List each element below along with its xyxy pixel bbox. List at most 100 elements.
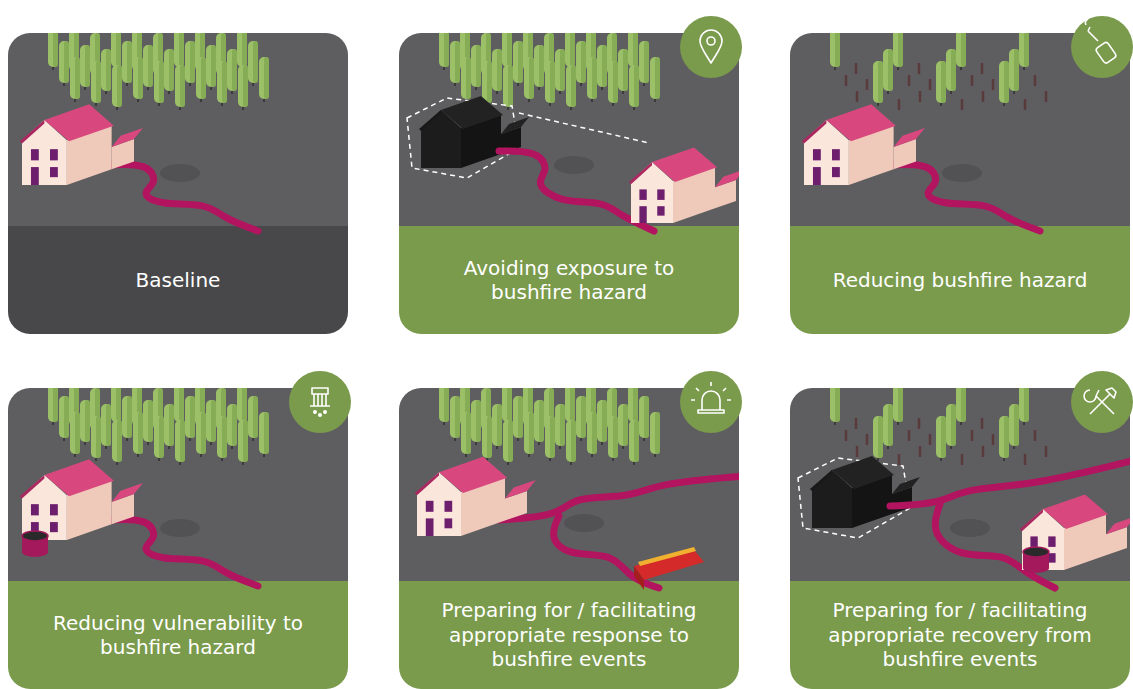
tree (492, 404, 502, 446)
former-house (419, 96, 529, 168)
tree-shade (655, 57, 660, 99)
house-roof (441, 96, 503, 129)
strategy-icon (1095, 41, 1117, 64)
tree-stump (1024, 454, 1027, 465)
tree (80, 45, 90, 87)
tree-shade (644, 396, 649, 438)
tree-stump (1045, 91, 1048, 102)
tree (534, 45, 544, 87)
tree-shade (127, 41, 132, 83)
scene (8, 388, 348, 689)
tree (471, 45, 481, 87)
tree (629, 420, 639, 462)
tree (1019, 33, 1029, 67)
tree-shade (148, 45, 153, 87)
relocation-line (519, 113, 649, 143)
strategy-tile: Avoiding exposure to bushfire hazard (399, 33, 739, 334)
strategy-icon (707, 37, 715, 45)
tree-shade (211, 45, 216, 87)
band-label-holder: Preparing for / facilitating appropriate… (399, 581, 739, 689)
tree (576, 41, 586, 83)
tree (439, 33, 449, 67)
house (802, 104, 925, 185)
tree-shade (888, 49, 893, 91)
tree-shade (64, 396, 69, 438)
tree-shade (539, 45, 544, 87)
tree-stump (961, 454, 964, 465)
tree-shade (941, 416, 946, 458)
house-roof (1043, 494, 1108, 529)
tree (503, 420, 513, 462)
tree-shade (560, 404, 565, 446)
tree (628, 33, 638, 67)
tree (122, 396, 132, 438)
strategy-icon (289, 371, 351, 433)
tree-shade (127, 396, 132, 438)
tree-shade (487, 61, 492, 103)
tree-shade (96, 61, 101, 103)
tree (174, 388, 184, 422)
house-eave (629, 162, 652, 184)
tree-shade (835, 33, 840, 67)
tree (238, 65, 248, 107)
strategy-label: Preparing for / facilitating appropriate… (434, 598, 704, 671)
tree-stump (971, 430, 974, 441)
tree-shade (138, 57, 143, 99)
tree-shade (518, 41, 523, 83)
strategy-tile: Preparing for / facilitating appropriate… (790, 388, 1130, 689)
scene (790, 388, 1130, 689)
tree-shade (53, 388, 58, 422)
tree (238, 420, 248, 462)
tree (545, 61, 555, 103)
garage-roof (112, 128, 143, 147)
strategy-icon (310, 394, 330, 406)
tree-shade (117, 65, 122, 107)
house-roof (652, 147, 717, 182)
scene (8, 33, 348, 334)
tree (999, 61, 1009, 103)
tree-stump (919, 446, 922, 457)
tree-stump (856, 91, 859, 102)
tree-shade (655, 412, 660, 454)
window (445, 501, 453, 512)
tree-shade (242, 388, 247, 422)
tree (154, 416, 164, 458)
tree (956, 33, 966, 67)
tree-shade (1024, 388, 1029, 422)
tree (101, 404, 111, 446)
tree-shade (159, 416, 164, 458)
tree (639, 41, 649, 83)
strategy-label: Reducing bushfire hazard (833, 268, 1088, 292)
strategy-icon (680, 16, 742, 78)
house-roof (832, 456, 894, 489)
tree-shade (159, 61, 164, 103)
house (1020, 494, 1130, 570)
tree (111, 388, 121, 422)
tree (175, 420, 185, 462)
house-roof (439, 457, 507, 493)
strategy-label: Avoiding exposure to bushfire hazard (434, 256, 704, 305)
window (50, 522, 58, 532)
tree (956, 388, 966, 422)
tree-stump (845, 430, 848, 441)
strategy-icon (700, 30, 722, 63)
tree-shade (539, 400, 544, 442)
tree (502, 33, 512, 67)
window (657, 206, 664, 215)
tree-shade (444, 33, 449, 67)
tree-stump (1045, 446, 1048, 457)
tree (259, 57, 269, 99)
tree-shade (898, 388, 903, 422)
tree (70, 412, 80, 454)
tree (248, 41, 258, 83)
tree-shade (497, 49, 502, 91)
tree (1009, 404, 1019, 446)
tree (450, 396, 460, 438)
house (629, 147, 739, 223)
driveway (108, 519, 258, 586)
tree (936, 416, 946, 458)
driveway (108, 164, 258, 231)
tree (185, 41, 195, 83)
tree-stump (855, 418, 858, 429)
tree (618, 404, 628, 446)
